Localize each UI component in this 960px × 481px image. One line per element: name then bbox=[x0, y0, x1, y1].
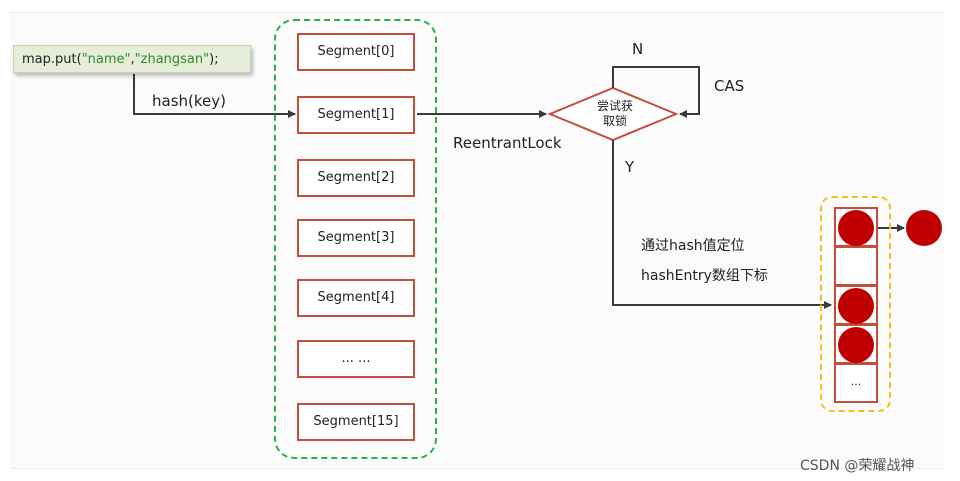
watermark: CSDN @荣耀战神 bbox=[800, 458, 915, 474]
segment-box: Segment[1] bbox=[297, 96, 415, 134]
segment-box: Segment[3] bbox=[297, 219, 415, 257]
hashentry-cell bbox=[834, 246, 878, 286]
next-entry-node bbox=[906, 210, 942, 246]
arrow-put-to-segment1 bbox=[133, 74, 296, 118]
hashentry-array-group bbox=[820, 196, 891, 412]
decision-line1: 尝试获 bbox=[596, 99, 633, 113]
hash-key-label: hash(key) bbox=[152, 92, 226, 110]
segment-box: Segment[0] bbox=[297, 33, 415, 71]
entry-node bbox=[838, 288, 874, 324]
decision-line2: 取锁 bbox=[602, 114, 627, 128]
segment-array-group bbox=[274, 19, 437, 459]
locate-label-line2: hashEntry数组下标 bbox=[641, 268, 768, 284]
arrow-cas-loop bbox=[612, 66, 700, 118]
locate-label-line1: 通过hash值定位 bbox=[641, 238, 745, 254]
segment-box: ... ... bbox=[297, 340, 415, 378]
yes-label: Y bbox=[625, 158, 635, 176]
cas-label: CAS bbox=[714, 77, 745, 95]
segment-box: Segment[4] bbox=[297, 279, 415, 317]
hashentry-cell bbox=[834, 363, 878, 403]
reentrant-lock-label: ReentrantLock bbox=[453, 134, 562, 152]
segment-box: Segment[2] bbox=[297, 159, 415, 197]
segment-box: Segment[15] bbox=[297, 403, 415, 441]
entry-node bbox=[838, 210, 874, 246]
no-label: N bbox=[632, 40, 644, 58]
decision-label: 尝试获 取锁 bbox=[578, 99, 652, 129]
arrow-yes-to-bucket bbox=[612, 140, 832, 309]
code-snippet: map.put("name","zhangsan"); bbox=[13, 45, 251, 73]
hashentry-ellipsis: ... bbox=[850, 375, 862, 388]
entry-node bbox=[838, 327, 874, 363]
diagram-frame bbox=[10, 12, 944, 469]
